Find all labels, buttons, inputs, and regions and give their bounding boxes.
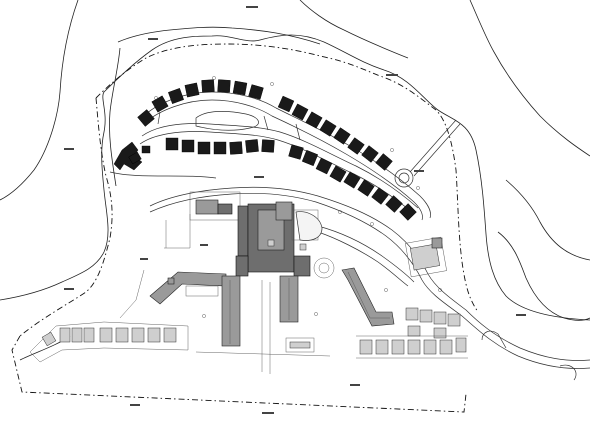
east-terrace-building: [405, 236, 447, 278]
west-cluster-buildings: [109, 141, 217, 179]
site-internal-paths: [119, 214, 331, 374]
rowhouse-strip-southwest: [29, 321, 189, 363]
hotel-wing-east: [341, 267, 395, 327]
hotel-wing-south: [279, 275, 299, 323]
terrain-contours: [0, 0, 590, 361]
townhouse-cluster-southeast: [285, 307, 468, 359]
villa-row-lower: [165, 137, 417, 221]
property-boundary: [11, 43, 479, 413]
villa-row-upper: [137, 79, 393, 171]
central-access-road: [149, 186, 590, 381]
hotel-wing-west: [149, 271, 241, 347]
landscape-trees: [154, 76, 442, 318]
annotation-markers: [64, 6, 526, 414]
central-core-complex: [189, 191, 335, 279]
